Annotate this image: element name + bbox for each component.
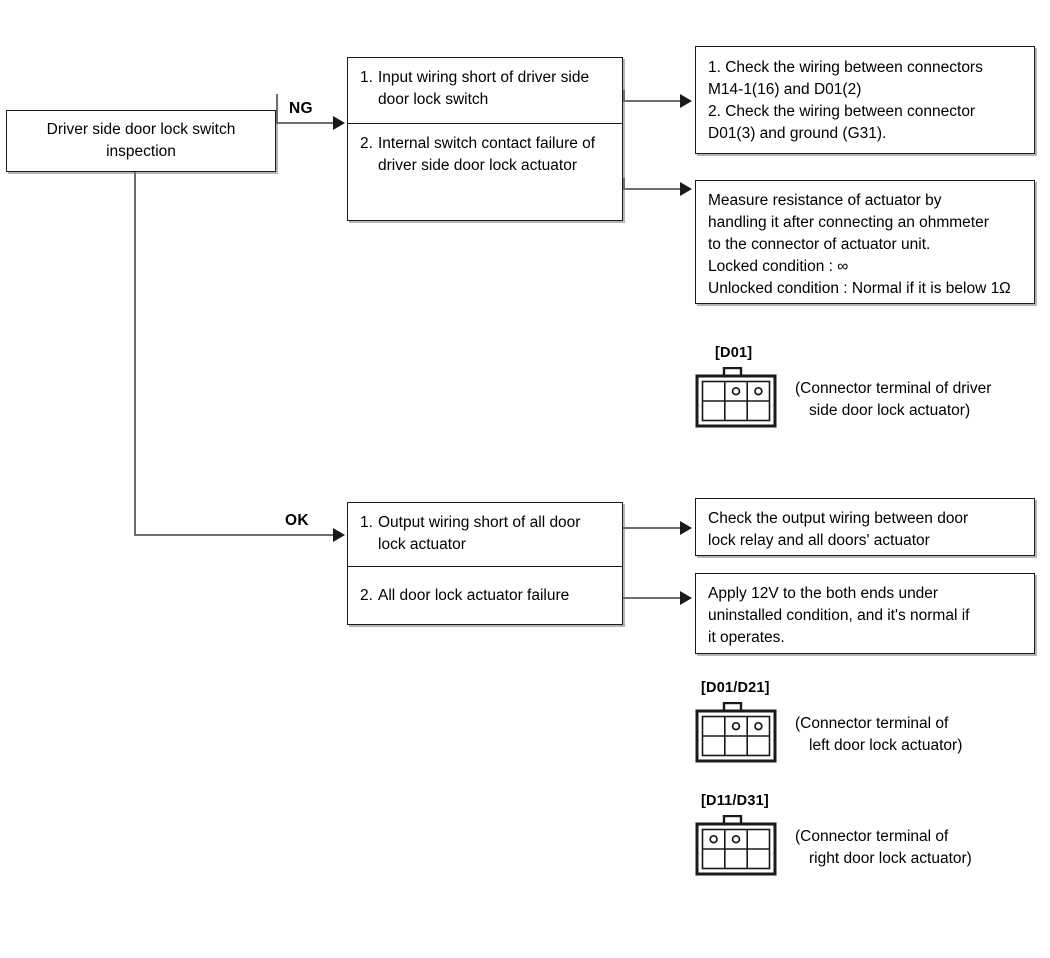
connector-tag: [D11/D31]	[701, 793, 769, 809]
ng-cause-item-2: 2. Internal switch contact failure of dri…	[348, 123, 622, 221]
ok-arrowhead	[333, 528, 345, 542]
text-line: 2. Check the wiring between connector	[708, 103, 976, 120]
ok-action-2-content: Apply 12V to the both ends under uninsta…	[696, 574, 1034, 658]
ok-branch-label: OK	[285, 512, 309, 529]
text-line: Locked condition : ∞	[708, 258, 849, 275]
caption-line-2: left door lock actuator)	[809, 737, 963, 755]
connector-svg	[695, 814, 777, 876]
ng-action-1-line-horizontal	[623, 100, 685, 102]
connector-diagram-d01: [D01] (Connector terminal of driver side…	[695, 345, 1035, 455]
ng-action-2-line-horizontal	[623, 188, 685, 190]
ng-action-box-1: 1. Check the wiring between connectors M…	[695, 46, 1035, 154]
text-line: uninstalled condition, and it's normal i…	[708, 607, 970, 624]
start-box: Driver side door lock switch inspection	[6, 110, 276, 172]
caption-line-2: side door lock actuator)	[809, 402, 971, 420]
text-line: M14-1(16) and D01(2)	[708, 81, 862, 98]
connector-svg	[695, 701, 777, 763]
connector-pinout-icon	[695, 701, 777, 764]
ng-action-box-2: Measure resistance of actuator by handli…	[695, 180, 1035, 304]
connector-diagram-d11-d31: [D11/D31] (Connector terminal of right d…	[695, 793, 1035, 903]
ok-cause-1-number: 1.	[360, 514, 373, 531]
ng-cause-2-text: Internal switch contact failure of drive…	[378, 135, 596, 174]
caption-line-1: (Connector terminal of	[795, 715, 949, 732]
text-line: lock relay and all doors' actuator	[708, 532, 930, 549]
ok-cause-2-text: All door lock actuator failure	[378, 586, 570, 604]
ng-cause-item-1: 1. Input wiring short of driver side door…	[348, 58, 622, 123]
start-box-label: Driver side door lock switch inspection	[46, 121, 236, 160]
ng-cause-box: 1. Input wiring short of driver side door…	[347, 57, 623, 221]
ok-cause-box: 1. Output wiring short of all door lock a…	[347, 502, 623, 625]
ng-cause-2-number: 2.	[360, 135, 373, 152]
ok-action-box-1: Check the output wiring between door loc…	[695, 498, 1035, 556]
connector-caption: (Connector terminal of driver side door …	[795, 378, 991, 423]
connector-tag: [D01/D21]	[701, 680, 770, 696]
text-line: it operates.	[708, 629, 785, 646]
ok-action-1-arrowhead	[680, 521, 692, 535]
ok-cause-item-2: 2. All door lock actuator failure	[348, 566, 622, 625]
ok-action-box-2: Apply 12V to the both ends under uninsta…	[695, 573, 1035, 654]
caption-line-1: (Connector terminal of	[795, 828, 949, 845]
ok-cause-2-number: 2.	[360, 586, 373, 604]
text-line: to the connector of actuator unit.	[708, 236, 931, 253]
text-line: D01(3) and ground (G31).	[708, 125, 887, 142]
ng-cause-1-number: 1.	[360, 69, 373, 86]
caption-line-2: right door lock actuator)	[809, 850, 972, 868]
ok-action-2-arrowhead	[680, 591, 692, 605]
ok-cause-1-text: Output wiring short of all door lock act…	[378, 514, 581, 553]
ng-action-1-content: 1. Check the wiring between connectors M…	[696, 47, 1034, 155]
ng-action-1-line-vertical	[623, 90, 625, 102]
connector-diagram-d01-d21: [D01/D21] (Connector terminal of left do…	[695, 680, 1035, 790]
ng-action-2-line-vertical	[623, 178, 625, 190]
ng-action-1-arrowhead	[680, 94, 692, 108]
connector-svg	[695, 366, 777, 428]
ng-cause-1-text: Input wiring short of driver side door l…	[378, 69, 590, 108]
ng-action-2-content: Measure resistance of actuator by handli…	[696, 181, 1034, 309]
text-line: Check the output wiring between door	[708, 510, 969, 527]
ok-cause-item-1: 1. Output wiring short of all door lock a…	[348, 503, 622, 566]
ng-branch-label: NG	[289, 100, 313, 117]
ok-action-1-content: Check the output wiring between door loc…	[696, 499, 1034, 561]
ng-line-horizontal	[276, 122, 338, 124]
caption-line-1: (Connector terminal of driver	[795, 380, 992, 397]
ok-line-horizontal	[134, 534, 338, 536]
text-line: Apply 12V to the both ends under	[708, 585, 939, 602]
connector-pinout-icon	[695, 366, 777, 429]
connector-tag: [D01]	[715, 345, 753, 361]
text-line: handling it after connecting an ohmmeter	[708, 214, 989, 231]
ok-action-1-line-horizontal	[623, 527, 685, 529]
ng-action-2-arrowhead	[680, 182, 692, 196]
ok-line-vertical	[134, 172, 136, 536]
text-line: Unlocked condition : Normal if it is bel…	[708, 280, 1011, 297]
ng-line-vertical	[276, 94, 278, 124]
connector-caption: (Connector terminal of left door lock ac…	[795, 713, 962, 758]
ng-arrowhead	[333, 116, 345, 130]
connector-caption: (Connector terminal of right door lock a…	[795, 826, 972, 871]
text-line: 1. Check the wiring between connectors	[708, 59, 983, 76]
connector-pinout-icon	[695, 814, 777, 877]
ok-action-2-line-horizontal	[623, 597, 685, 599]
text-line: Measure resistance of actuator by	[708, 192, 942, 209]
